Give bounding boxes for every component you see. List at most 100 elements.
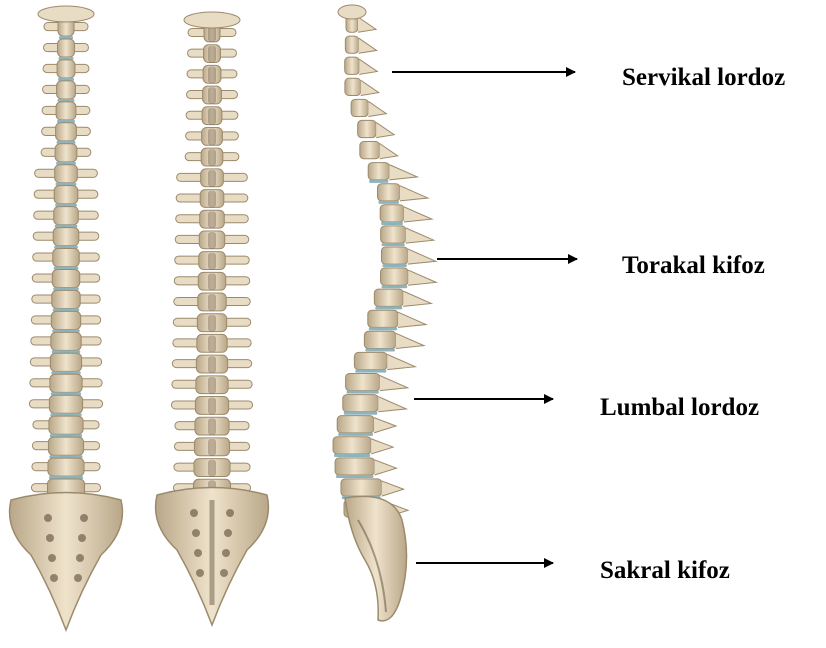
label-sakral-kifoz: Sakral kifoz xyxy=(600,558,730,583)
spinous-process xyxy=(361,80,379,95)
intervertebral-disc xyxy=(369,180,388,183)
vertebra-body xyxy=(49,395,82,413)
vertebra-body xyxy=(377,184,399,201)
spinous-process xyxy=(208,335,216,352)
sacral-foramen xyxy=(78,534,86,542)
vertebra-body xyxy=(58,39,75,57)
spinous-process xyxy=(408,249,436,264)
atlas xyxy=(184,12,240,28)
spinous-process xyxy=(389,165,417,180)
vertebra-body xyxy=(51,311,80,329)
intervertebral-disc xyxy=(381,222,403,225)
spinous-process xyxy=(380,144,398,159)
spinous-process xyxy=(208,128,216,145)
spinous-process xyxy=(208,46,216,63)
vertebra-body xyxy=(57,81,76,99)
intervertebral-disc xyxy=(369,327,397,330)
vertebra-body xyxy=(51,332,81,350)
vertebra-body xyxy=(56,123,77,141)
spinous-process xyxy=(404,207,432,222)
label-torakal-kifoz: Torakal kifoz xyxy=(622,253,765,278)
vertebra-body xyxy=(57,60,75,78)
intervertebral-disc xyxy=(375,306,402,309)
label-lumbal-lordoz: Lumbal lordoz xyxy=(600,395,759,420)
vertebra-body xyxy=(48,458,84,476)
vertebra-body xyxy=(351,99,368,116)
spinous-process xyxy=(378,397,406,412)
vertebra-body xyxy=(381,226,406,243)
spine-side-view-icon xyxy=(333,5,436,621)
vertebra-body xyxy=(52,290,80,308)
intervertebral-disc xyxy=(382,243,405,246)
vertebra-body xyxy=(364,331,396,348)
sacral-foramen xyxy=(192,529,200,537)
label-servikal-lordoz: Servikal lordoz xyxy=(622,65,785,90)
vertebra-body xyxy=(54,207,79,225)
spinous-process xyxy=(358,17,376,32)
intervertebral-disc xyxy=(338,433,373,436)
intervertebral-disc xyxy=(347,391,379,394)
vertebra-body xyxy=(50,353,81,371)
sacral-foramen xyxy=(196,569,204,577)
spinous-process xyxy=(380,375,408,390)
sacrum xyxy=(10,493,123,631)
spinous-process xyxy=(208,460,216,477)
spinous-process xyxy=(208,356,216,373)
vertebra-body xyxy=(354,352,387,369)
vertebra-body xyxy=(358,120,377,137)
intervertebral-disc xyxy=(344,412,377,415)
spinous-process xyxy=(208,377,216,394)
spine-back-view-icon xyxy=(156,12,269,625)
sacral-foramen xyxy=(220,569,228,577)
spinous-process xyxy=(208,108,216,125)
vertebra-body xyxy=(341,479,382,496)
vertebra-body xyxy=(360,142,380,159)
vertebra-body xyxy=(56,102,76,120)
vertebra-body xyxy=(53,228,79,246)
vertebra-body xyxy=(346,373,380,390)
vertebra-body xyxy=(345,36,358,53)
vertebra-body xyxy=(374,289,403,306)
vertebra-body xyxy=(54,186,78,204)
spinous-process xyxy=(359,38,377,53)
vertebra-body xyxy=(345,78,361,95)
spine-front-view-icon xyxy=(10,6,123,630)
spinous-process xyxy=(208,211,216,228)
spinous-process xyxy=(382,481,404,496)
spinous-process xyxy=(208,439,216,456)
spinous-process xyxy=(387,354,415,369)
intervertebral-disc xyxy=(378,201,398,204)
spinous-process xyxy=(371,439,393,454)
spinous-process xyxy=(208,253,216,270)
vertebra-body xyxy=(335,458,374,475)
vertebra-body xyxy=(52,269,79,287)
intervertebral-disc xyxy=(382,285,408,288)
spinous-process xyxy=(208,232,216,249)
vertebra-body xyxy=(368,310,398,327)
spinous-process xyxy=(400,186,428,201)
spinous-process xyxy=(368,101,386,116)
vertebra-body xyxy=(380,205,404,222)
sacral-foramen xyxy=(190,509,198,517)
spinous-process xyxy=(359,59,377,74)
vertebra-body xyxy=(55,165,78,183)
vertebra-body xyxy=(53,249,80,267)
spinous-process xyxy=(406,228,434,243)
vertebra-body xyxy=(345,57,360,74)
spinous-process xyxy=(374,460,396,475)
vertebra-body xyxy=(337,416,374,433)
spinous-process xyxy=(208,273,216,290)
intervertebral-disc xyxy=(382,264,406,267)
sacral-foramen xyxy=(194,549,202,557)
atlas xyxy=(338,5,366,19)
spinous-process xyxy=(408,270,436,285)
vertebra-body xyxy=(368,163,389,180)
spinous-process xyxy=(208,87,216,104)
spinous-process xyxy=(208,191,216,208)
sacral-foramen xyxy=(74,574,82,582)
spinous-process xyxy=(208,170,216,187)
spinous-process xyxy=(208,294,216,311)
sacral-foramen xyxy=(224,529,232,537)
